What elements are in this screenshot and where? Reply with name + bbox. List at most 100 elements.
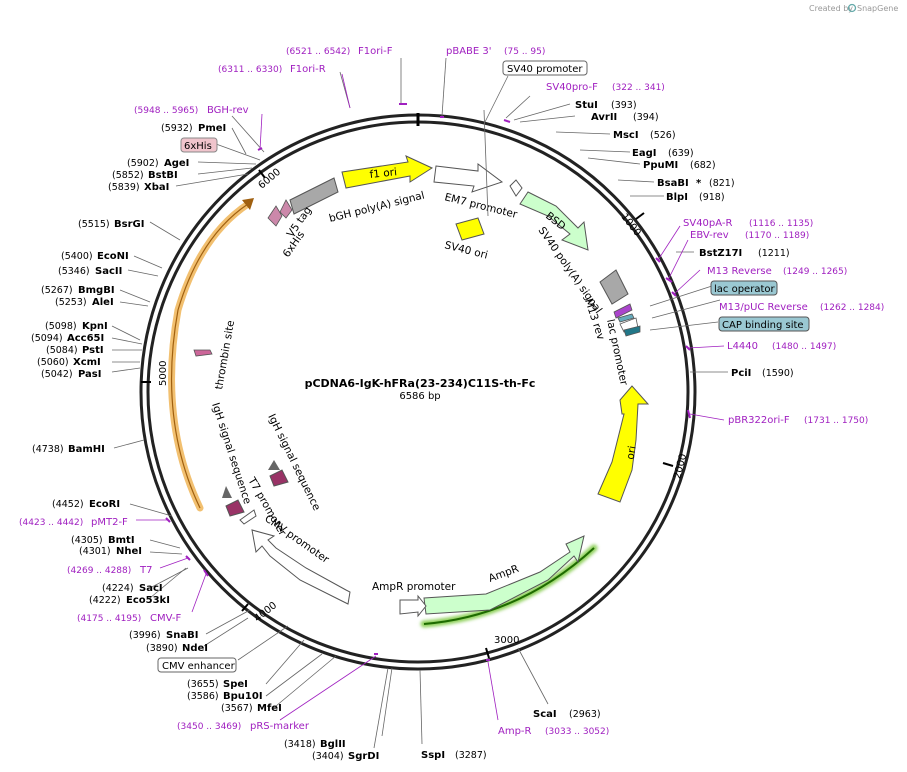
igh-signal-2-feature[interactable] xyxy=(269,469,289,487)
primer-f1ori-r-range: (6311 .. 6330) xyxy=(218,65,282,75)
site-stui[interactable]: StuI xyxy=(575,100,598,111)
site-saci-pos: (4224) xyxy=(102,583,134,594)
site-bglii[interactable]: BglII xyxy=(320,739,346,750)
site-pmei-pos: (5932) xyxy=(161,123,193,134)
primer-amp-r-range: (3033 .. 3052) xyxy=(545,727,609,737)
site-nhei[interactable]: NheI xyxy=(116,546,142,557)
orf-core xyxy=(170,203,249,509)
primer-m13-reverse-range: (1249 .. 1265) xyxy=(783,267,847,277)
site-nhei-pos: (4301) xyxy=(79,546,111,557)
site-ndei[interactable]: NdeI xyxy=(182,643,208,654)
primer-pbr322ori-f-name: pBR322ori-F xyxy=(728,415,790,426)
site-pmei[interactable]: PmeI xyxy=(198,123,226,134)
igh-signal-1-feature[interactable] xyxy=(225,499,245,517)
site-bmti[interactable]: BmtI xyxy=(108,535,135,546)
site-xbai[interactable]: XbaI xyxy=(144,182,169,193)
site-sspi[interactable]: SspI xyxy=(421,750,445,761)
site-bsrgi[interactable]: BsrGI xyxy=(114,219,144,230)
site-alei[interactable]: AleI xyxy=(92,297,114,308)
primer-pbabe-range: (75 .. 95) xyxy=(504,47,545,57)
cap-site-box[interactable] xyxy=(718,316,810,332)
site-xcmi[interactable]: XcmI xyxy=(73,357,101,368)
his-tag-feature[interactable] xyxy=(279,199,293,219)
orf-arrowhead-icon xyxy=(242,198,254,210)
bsd-feature[interactable] xyxy=(519,191,589,251)
em7-promoter-feature[interactable] xyxy=(433,163,504,193)
ampr-promoter-feature[interactable] xyxy=(399,594,427,618)
site-acc65i-pos: (5094) xyxy=(31,333,63,344)
site-ndei-pos: (3890) xyxy=(146,643,178,654)
site-bsabi-pos: (821) xyxy=(709,178,735,189)
site-ecori-pos: (4452) xyxy=(52,499,84,510)
site-avrii[interactable]: AvrII xyxy=(591,112,617,123)
site-agei[interactable]: AgeI xyxy=(164,158,189,169)
site-econi[interactable]: EcoNI xyxy=(97,251,129,262)
ori-label: ori xyxy=(625,445,639,461)
site-ecori[interactable]: EcoRI xyxy=(89,499,120,510)
site-psti[interactable]: PstI xyxy=(82,345,104,356)
site-snabi[interactable]: SnaBI xyxy=(166,630,198,641)
cmv-enhancer-box[interactable] xyxy=(157,657,237,673)
primer-leaders xyxy=(136,73,725,721)
site-acc65i[interactable]: Acc65I xyxy=(67,333,104,344)
ampr-feature[interactable] xyxy=(423,535,585,615)
primer-f1ori-f-name: F1ori-F xyxy=(358,46,393,57)
primer-sv40pa-r-range: (1116 .. 1135) xyxy=(749,219,813,229)
primer-bgh-rev-name: BGH-rev xyxy=(207,105,249,116)
lac-region-features[interactable] xyxy=(613,303,641,337)
site-bsabi[interactable]: BsaBI xyxy=(657,178,689,189)
sv40-polya-feature[interactable] xyxy=(599,269,629,305)
sv40-ori-feature[interactable] xyxy=(455,217,485,241)
site-bstbi-pos: (5852) xyxy=(112,170,144,181)
site-sgrdi[interactable]: SgrDI xyxy=(348,751,379,762)
primer-ebv-rev-range: (1170 .. 1189) xyxy=(745,231,809,241)
site-msci[interactable]: MscI xyxy=(613,130,639,141)
f1-ori-label: f1 ori xyxy=(369,166,397,181)
f1-ori-feature[interactable] xyxy=(341,155,434,189)
ori-feature[interactable] xyxy=(597,385,650,503)
primer-l4440-name: L4440 xyxy=(727,341,758,352)
scale-ticks xyxy=(141,169,674,659)
site-bamhi[interactable]: BamHI xyxy=(68,444,105,455)
igh-signal-1-label: IgH signal sequence xyxy=(209,401,253,506)
site-bpu10i[interactable]: Bpu10I xyxy=(223,691,263,702)
primer-sv40pro-f-name: SV40pro-F xyxy=(546,82,598,93)
bgh-polya-label: bGH poly(A) signal xyxy=(328,190,426,225)
site-bstz17i[interactable]: BstZ17I xyxy=(699,248,742,259)
site-saci[interactable]: SacI xyxy=(139,583,163,594)
site-sacii[interactable]: SacII xyxy=(95,266,122,277)
sv40-ori-label: SV40 ori xyxy=(443,239,489,261)
site-bglii-pos: (3418) xyxy=(284,739,316,750)
site-spei[interactable]: SpeI xyxy=(223,679,248,690)
site-sgrdi-pos: (3404) xyxy=(312,751,344,762)
site-pcii[interactable]: PciI xyxy=(731,368,751,379)
site-eco53ki[interactable]: Eco53kI xyxy=(126,595,170,606)
site-scai[interactable]: ScaI xyxy=(533,709,557,720)
t7-promoter-feature[interactable] xyxy=(239,509,257,525)
site-pasi[interactable]: PasI xyxy=(78,369,101,380)
site-xcmi-pos: (5060) xyxy=(37,357,69,368)
site-eagi[interactable]: EagI xyxy=(632,148,656,159)
site-blpi-pos: (918) xyxy=(699,192,725,203)
plasmid-name: pCDNA6-IgK-hFRa(23-234)C11S-th-Fc xyxy=(305,377,536,390)
site-kpni[interactable]: KpnI xyxy=(82,321,108,332)
tick-label-2000: 2000 xyxy=(672,453,689,480)
site-bmgbi[interactable]: BmgBI xyxy=(78,285,115,296)
site-bpu10i-pos: (3586) xyxy=(187,691,219,702)
primer-pmt2-f-name: pMT2-F xyxy=(91,517,128,528)
site-spei-pos: (3655) xyxy=(187,679,219,690)
his-tag-box[interactable] xyxy=(180,137,218,153)
site-ppumi[interactable]: PpuMI xyxy=(643,160,678,171)
v5-tag-feature[interactable] xyxy=(267,205,283,227)
lac-operator-box[interactable] xyxy=(710,280,778,296)
sv40-promoter-box[interactable] xyxy=(502,60,588,76)
bgh-polya-feature[interactable] xyxy=(289,177,339,215)
site-mfei[interactable]: MfeI xyxy=(257,703,282,714)
site-agei-pos: (5902) xyxy=(127,158,159,169)
primer-ebv-rev-name: EBV-rev xyxy=(690,230,729,241)
site-bstbi[interactable]: BstBI xyxy=(148,170,178,181)
thrombin-feature[interactable] xyxy=(193,349,213,357)
cmv-promoter-feature[interactable] xyxy=(251,529,351,605)
site-blpi[interactable]: BlpI xyxy=(666,192,688,203)
site-alei-pos: (5253) xyxy=(55,297,87,308)
